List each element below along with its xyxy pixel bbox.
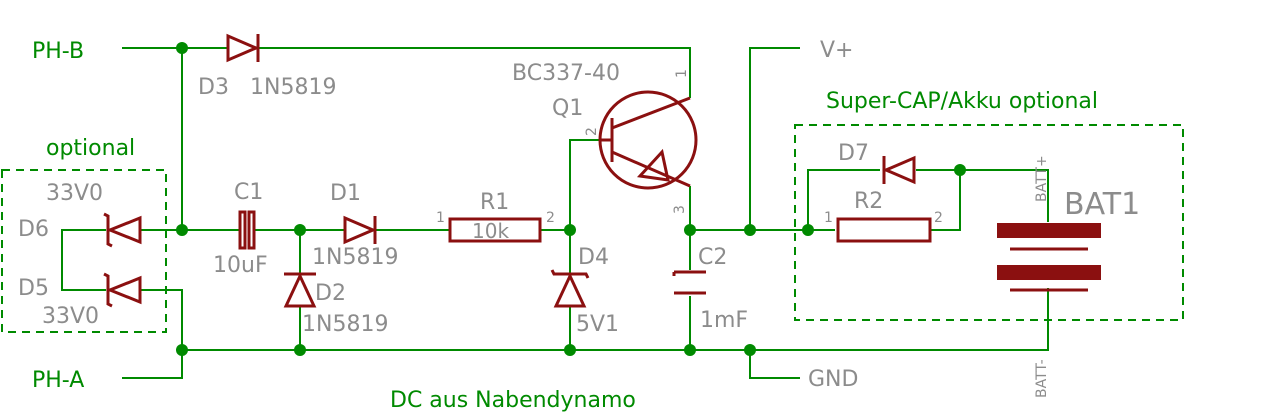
zener-d6 [103, 212, 142, 248]
diode-d7 [882, 155, 916, 185]
pin-r2-2: 2 [934, 210, 943, 226]
label-d4-value: 5V1 [576, 312, 619, 337]
wire-vplus [749, 47, 800, 230]
label-c1-name: C1 [234, 180, 263, 205]
wire-d7-left [807, 169, 880, 230]
pin-q1-3: 3 [672, 205, 688, 214]
label-d1-value: 1N5819 [312, 245, 398, 270]
label-bat1-name: BAT1 [1064, 187, 1140, 222]
label-d6-name: D6 [18, 217, 49, 242]
junction-dot [294, 344, 306, 356]
diode-d2 [283, 272, 317, 308]
wire-d7-right [916, 169, 1049, 210]
net-label-ph-a: PH-A [32, 368, 84, 393]
diode-d1 [343, 215, 377, 245]
supercap-optional-box [794, 124, 1184, 321]
note-supercap: Super-CAP/Akku optional [826, 89, 1098, 114]
label-d2-name: D2 [315, 281, 346, 306]
label-c2-value: 1mF [700, 308, 748, 333]
label-d5-value: 33V0 [42, 304, 99, 329]
net-label-ph-b: PH-B [32, 39, 84, 64]
note-dc-source: DC aus Nabendynamo [390, 388, 636, 413]
label-r1-name: R1 [480, 190, 509, 215]
diode-d3 [226, 33, 260, 63]
wire-gnd-rail [182, 322, 1049, 351]
net-label-gnd: GND [808, 367, 858, 392]
pin-q1-1: 1 [674, 69, 690, 78]
note-optional: optional [46, 136, 135, 161]
label-r2-name: R2 [854, 189, 883, 214]
junction-dots [176, 42, 966, 356]
junction-dot [176, 42, 188, 54]
label-c1-value: 10uF [213, 253, 268, 278]
wire-d5-right [122, 289, 183, 379]
wire-gnd-out [749, 350, 800, 379]
net-label-vplus: V+ [820, 38, 853, 63]
battery-bat1 [997, 223, 1101, 292]
label-d2-value: 1N5819 [302, 312, 388, 337]
pin-r1-2: 2 [546, 210, 555, 226]
junction-dot [564, 344, 576, 356]
pin-q1-2: 2 [584, 127, 600, 136]
zener-d5 [103, 272, 142, 308]
wire-d3-to-q1 [258, 47, 691, 98]
transistor-q1 [598, 90, 698, 190]
resistor-r2 [836, 217, 932, 243]
pin-r1-1: 1 [436, 210, 445, 226]
zener-d4 [550, 269, 590, 308]
label-q1-value: BC337-40 [512, 61, 620, 86]
wire-r2-right [930, 170, 961, 231]
junction-dot [744, 224, 756, 236]
capacitor-c1 [238, 210, 256, 250]
junction-dot [176, 344, 188, 356]
junction-dot [564, 224, 576, 236]
optional-zener-box [1, 169, 167, 333]
capacitor-c2 [672, 270, 706, 295]
label-d1-name: D1 [330, 181, 361, 206]
resistor-r1 [448, 217, 542, 243]
label-bat1-minus: BATT- [1034, 359, 1050, 398]
label-d5-name: D5 [18, 276, 49, 301]
wire-d6-d5-left [61, 229, 106, 291]
label-d7-name: D7 [838, 141, 869, 166]
label-d3-name: D3 [198, 75, 229, 100]
junction-dot [294, 224, 306, 236]
label-d3-value: 1N5819 [250, 75, 336, 100]
junction-dot [744, 344, 756, 356]
junction-dot [954, 164, 966, 176]
label-c2-name: C2 [698, 245, 727, 270]
pin-r2-1: 1 [824, 210, 833, 226]
label-d4-name: D4 [578, 245, 609, 270]
label-q1-name: Q1 [552, 96, 583, 121]
junction-dot [802, 224, 814, 236]
label-r1-value: 10k [472, 219, 509, 243]
label-bat1-plus: BATT+ [1034, 155, 1050, 202]
label-d6-value: 33V0 [46, 181, 103, 206]
junction-dot [684, 224, 696, 236]
junction-dot [176, 224, 188, 236]
junction-dot [684, 344, 696, 356]
